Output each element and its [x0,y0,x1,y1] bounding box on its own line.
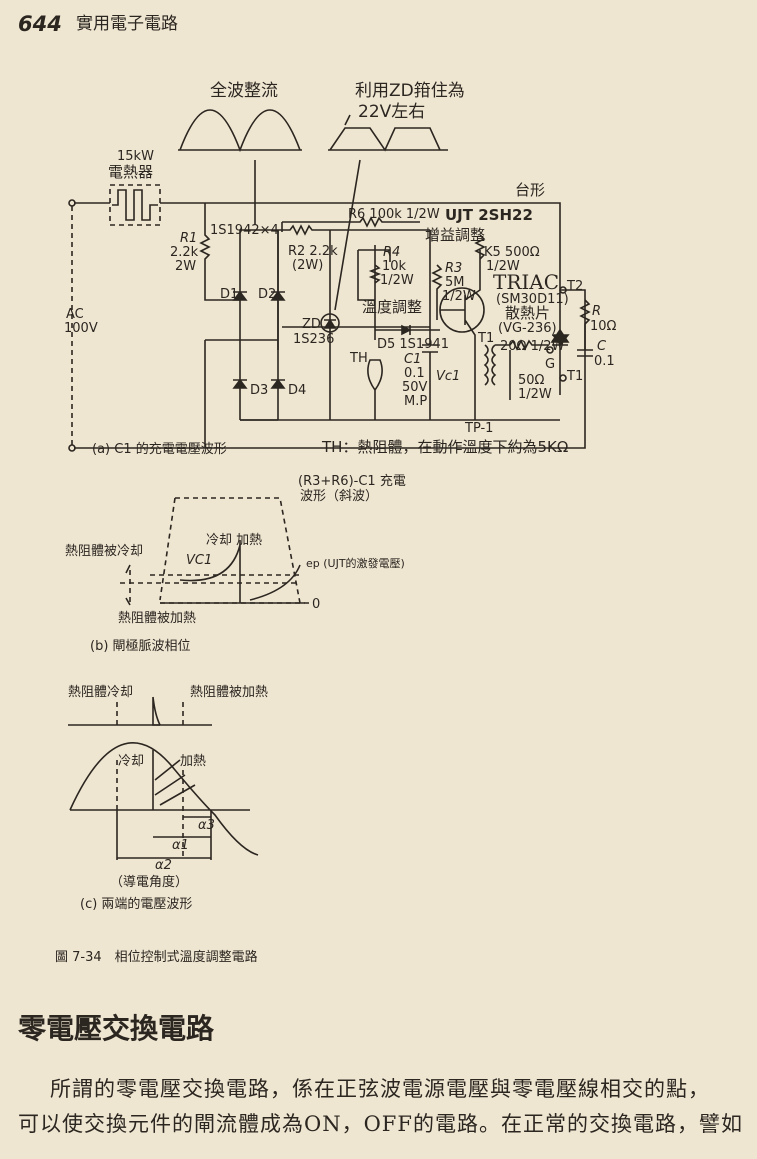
cooling-label: 熱阻體冷却 [68,685,134,700]
ep-label: ep (UJT的激發電壓) [306,557,405,570]
d1-label: D1 [220,287,239,302]
heated-label: 熱阻體被加熱 [118,611,197,626]
r4-name: R4 [383,245,401,260]
ac-label: AC [66,307,84,322]
alpha2-label: α2 [155,858,172,873]
alpha1-label: α1 [172,838,189,853]
ramp-label-1: (R3+R6)-C1 充電 [298,474,406,489]
ujt-label: UJT 2SH22 [445,206,533,224]
vc1-label: Vc1 [436,369,461,384]
figure-c-caption: (c) 兩端的電壓波形 [80,897,193,912]
full-wave-label: 全波整流 [210,81,278,101]
r2-power: (2W) [292,258,324,273]
full-wave-waveform [178,109,302,153]
c-value: 0.1 [594,354,615,369]
paragraph-line: 所謂的零電壓交換電路，係在正弦波電源電壓與零電壓線相交的點， [50,1077,710,1101]
r-value: 10Ω [590,319,617,334]
gate-pulse-phase-graph [120,497,310,606]
zd-clamp-label: 利用ZD箝住為 [355,81,465,101]
figure-a-caption: (a) C1 的充電電壓波形 [92,442,227,457]
section-heading: 零電壓交換電路 [18,1012,215,1045]
th-note: TH：熱阻體，在動作溫度下約為5KΩ [322,438,569,456]
r-name: R [592,304,602,319]
th-label: TH [350,351,368,366]
tp1-label: TP-1 [465,421,494,436]
heater-power: 15kW [117,149,154,164]
gate-label: G [545,357,556,372]
zener-diode-symbol [320,313,340,333]
r4-value: 10k [382,259,407,274]
r1-value: 2.2k [170,245,199,260]
c1-value: 0.1 [404,366,425,381]
r50-label: 50Ω [518,373,545,388]
r6-label: R6 100k 1/2W [348,207,440,222]
r5-power: 1/2W [486,259,520,274]
figure-b-caption: (b) 閘極脈波相位 [90,639,191,654]
voltage-waveform-graph [68,696,259,860]
r5-label: K5 500Ω [484,245,540,260]
temp-adjust-label: 溫度調整 [362,298,423,316]
r1-power: 2W [175,259,197,274]
d4-label: D4 [288,383,307,398]
alpha3-label: α3 [198,818,215,833]
ac-voltage: 100V [64,321,98,336]
zd-clamp-value: 22V左右 [358,102,426,122]
c1-voltage: 50V [402,380,428,395]
r2-label: R2 2.2k [288,244,338,259]
figure-caption: 圖 7-34 相位控制式溫度調整電路 [55,950,258,965]
trapezoid-label: 台形 [515,181,546,199]
zd-model: 1S236 [293,332,335,347]
r50-power: 1/2W [518,387,552,402]
cooled-label: 熱阻體被冷却 [65,544,144,559]
cool-label-c: 冷却 [118,754,145,769]
c1-name: C1 [404,352,422,367]
book-title: 實用電子電路 [76,14,178,34]
r3-name: R3 [445,261,463,276]
r3-power: 1/2W [442,289,476,304]
r1-name: R1 [180,231,198,246]
heat-label-c: 加熱 [180,754,207,769]
heatsink-model: (VG-236) [498,321,557,336]
ramp-label-2: 波形（斜波） [300,489,379,504]
gain-adjust-label: 增益調整 [425,226,486,244]
r4-power: 1/2W [380,273,414,288]
triac-model: (SM30D11) [496,292,569,307]
r20-label: 20Ω 1/2W [500,339,565,354]
zero-label: 0 [312,597,321,612]
heatsink-label: 散熱片 [505,304,551,322]
clamped-waveform [328,127,448,152]
diodes-label: 1S1942×4 [210,223,279,238]
c-name: C [597,339,607,354]
vc1-graph-label: VC1 [186,553,213,568]
t1-transformer-label: T1 [478,331,495,346]
d3-label: D3 [250,383,269,398]
conduction-angle-label: （導電角度） [110,875,189,890]
heater-label: 電熱器 [108,163,154,181]
t1-terminal-label: T1 [567,369,584,384]
d2-label: D2 [258,287,277,302]
cool-heat-label: 冷却 加熱 [206,533,263,548]
c1-type: M.P [404,394,428,409]
r3-value: 5M [445,275,465,290]
zd-name: ZD [302,317,321,332]
d5-label: D5 1S1941 [377,337,450,352]
triac-label: TRIAC [493,270,560,294]
page-number: 644 [18,12,62,36]
heated-label-c: 熱阻體被加熱 [190,685,269,700]
paragraph-line: 可以使交換元件的閘流體成為ON，OFF的電路。在正常的交換電路，譬如 [18,1112,743,1136]
t2-label: T2 [567,279,584,294]
